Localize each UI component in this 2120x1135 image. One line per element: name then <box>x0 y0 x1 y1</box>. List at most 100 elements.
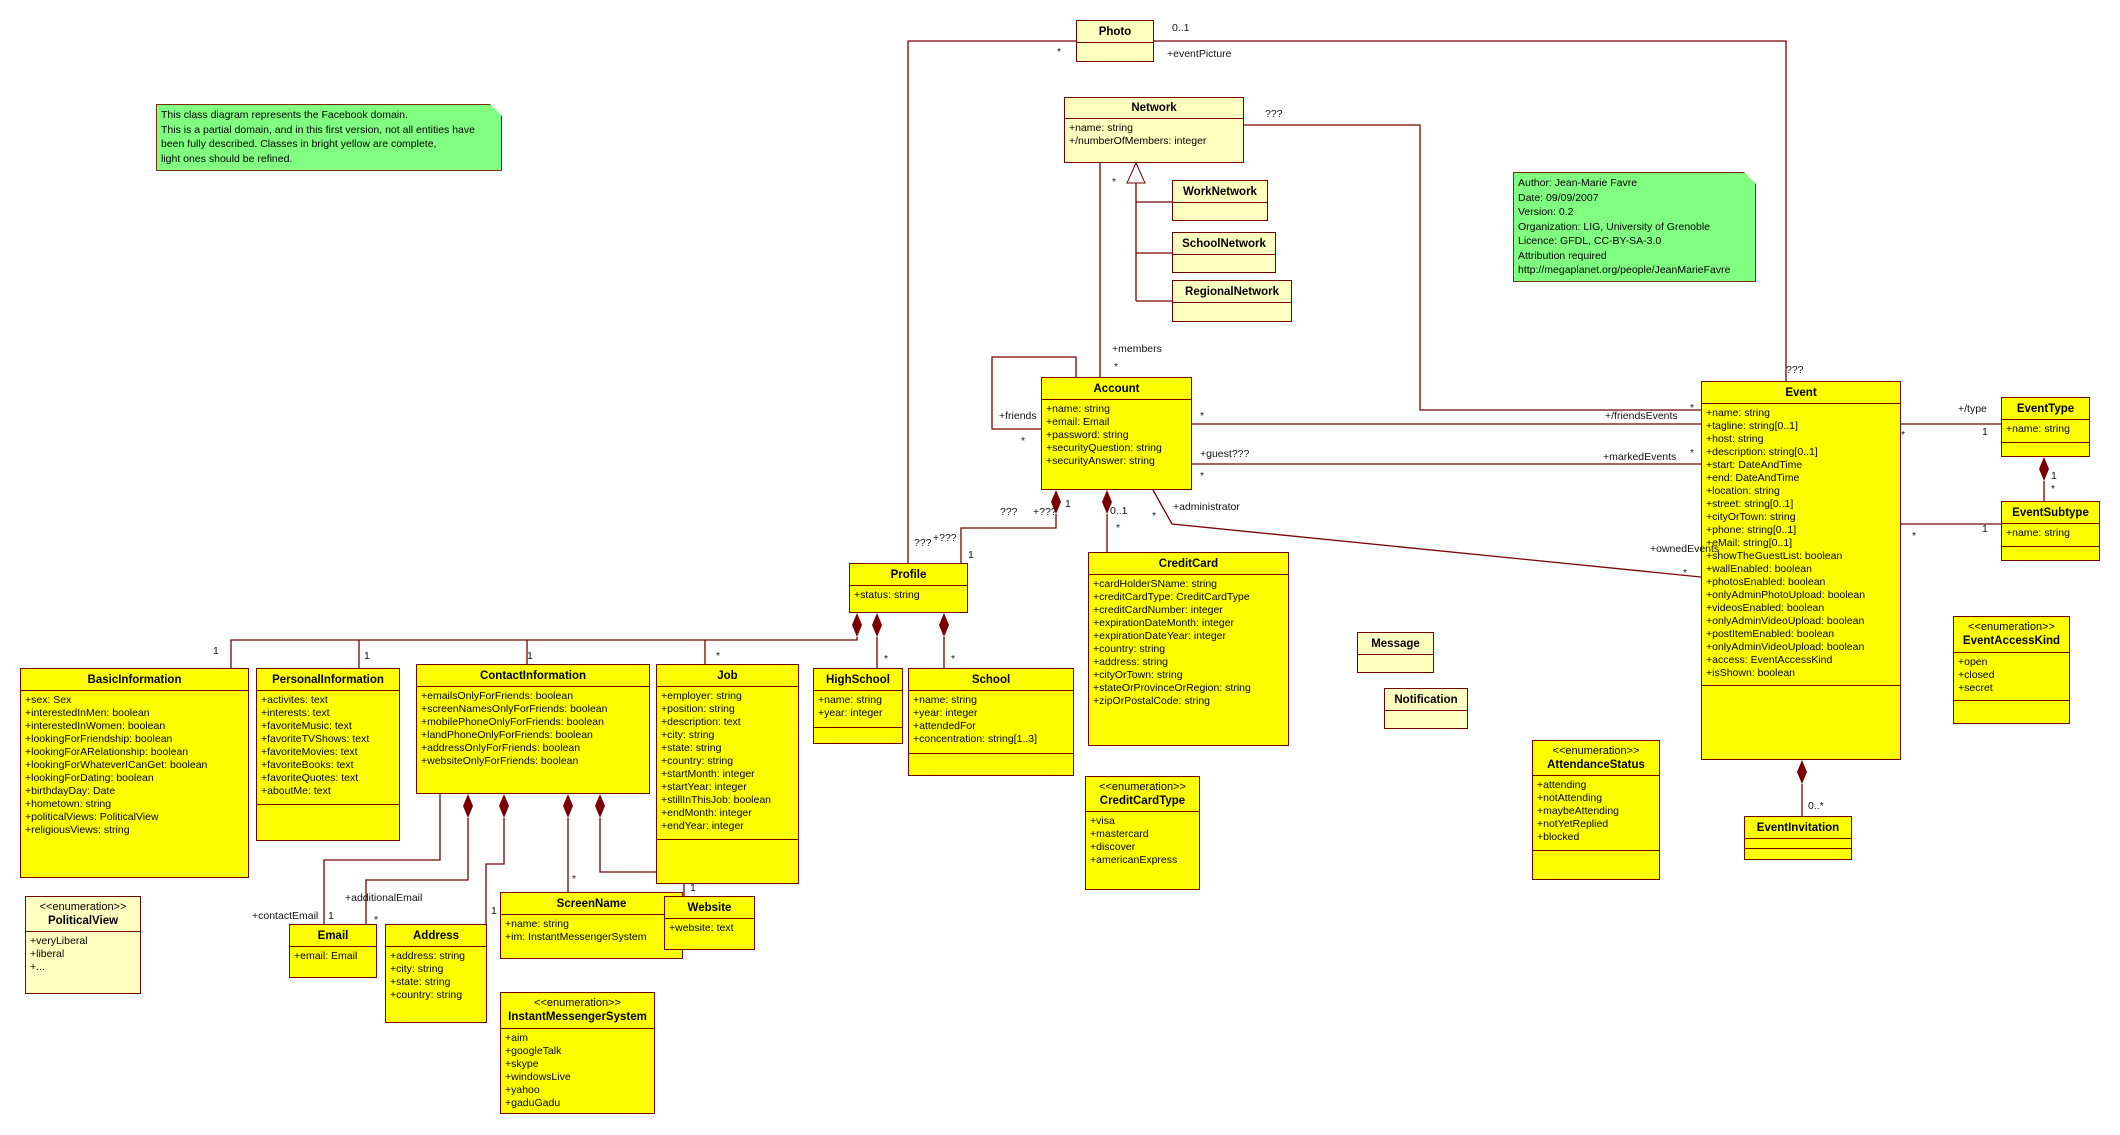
attribute: +year: integer <box>913 707 978 719</box>
class-name: WorkNetwork <box>1183 185 1257 198</box>
association-end-label: * <box>1152 510 1157 522</box>
association-contact-email <box>323 794 441 924</box>
association-end-label: * <box>1200 410 1205 422</box>
association-administrator <box>1152 489 1702 578</box>
class-header: CreditCard <box>1089 553 1288 575</box>
class-header: <<enumeration>>EventAccessKind <box>1954 617 2069 653</box>
attribute: +cardHolderSName: string <box>1093 578 1218 590</box>
attribute: +googleTalk <box>505 1045 562 1057</box>
attribute: +country: string <box>1093 643 1166 655</box>
generalization-network <box>1135 183 1172 302</box>
attribute: +name: string <box>818 694 882 706</box>
attribute: +cityOrTown: string <box>1093 669 1183 681</box>
association-end-label: 0..* <box>1808 800 1824 812</box>
attribute: +creditCardType: CreditCardType <box>1093 591 1250 603</box>
attribute: +name: string <box>505 918 569 930</box>
attribute: +stateOrProvinceOrRegion: string <box>1093 682 1251 694</box>
note-line: light ones should be refined. <box>161 152 293 165</box>
attribute: +secret <box>1958 682 1993 694</box>
operations-compartment <box>657 839 798 883</box>
operations-compartment <box>814 727 902 743</box>
association-end-label: 1 <box>1065 498 1071 510</box>
class-stereotype: <<enumeration>> <box>1552 744 1640 757</box>
class-header: <<enumeration>>CreditCardType <box>1086 777 1199 812</box>
composition-diamond-icon <box>1051 490 1061 514</box>
attribute: +addressOnlyForFriends: boolean <box>421 742 581 754</box>
composition-profile-information <box>230 637 858 668</box>
class-network: Network+name: string+/numberOfMembers: i… <box>1064 97 1244 163</box>
attribute: +interestedInWomen: boolean <box>25 720 166 732</box>
attribute: +im: InstantMessengerSystem <box>505 931 647 943</box>
attribute: +... <box>30 961 45 973</box>
attributes-compartment: +veryLiberal+liberal+... <box>26 932 140 993</box>
association-end-label: * <box>1200 470 1205 482</box>
attributes-compartment: +name: string+year: integer <box>814 691 902 727</box>
association-end-label: * <box>2051 483 2056 495</box>
attribute: +sex: Sex <box>25 694 72 706</box>
attribute: +expirationDateMonth: integer <box>1093 617 1234 629</box>
attributes-compartment <box>1077 43 1153 61</box>
attribute: +favoriteTVShows: text <box>261 733 370 745</box>
attribute: +religiousViews: string <box>25 824 130 836</box>
attribute: +address: string <box>390 950 465 962</box>
operations-compartment <box>2002 546 2099 560</box>
composition-diamond-icon <box>939 613 949 637</box>
composition-address <box>485 818 505 924</box>
attributes-compartment: +name: string+tagline: string[0..1]+host… <box>1702 404 1900 685</box>
class-highschool: HighSchool+name: string+year: integer <box>813 668 903 744</box>
attribute: +landPhoneOnlyForFriends: boolean <box>421 729 593 741</box>
association-end-label: * <box>374 914 379 926</box>
class-name: Email <box>317 929 349 942</box>
attribute: +politicalViews: PoliticalView <box>25 811 159 823</box>
class-creditcardtype: <<enumeration>>CreditCardType+visa+maste… <box>1085 776 1200 890</box>
attribute: +mastercard <box>1090 828 1149 840</box>
association-end-label: * <box>1116 522 1121 534</box>
class-address: Address+address: string+city: string+sta… <box>385 924 487 1023</box>
attribute: +position: string <box>661 703 735 715</box>
attribute: +phone: string[0..1] <box>1706 524 1797 536</box>
association-end-label: +eventPicture <box>1167 48 1232 60</box>
class-stereotype: <<enumeration>> <box>1099 780 1186 793</box>
class-header: Network <box>1065 98 1243 119</box>
class-stereotype: <<enumeration>> <box>534 997 621 1009</box>
attribute: +americanExpress <box>1090 854 1178 866</box>
class-instantmessengersystem: <<enumeration>>InstantMessengerSystem+ai… <box>500 992 655 1114</box>
attribute: +mobilePhoneOnlyForFriends: boolean <box>421 716 604 728</box>
association-end-label: * <box>1901 429 1906 441</box>
class-eventsubtype: EventSubtype+name: string <box>2001 501 2100 561</box>
class-stereotype: <<enumeration>> <box>39 900 127 913</box>
class-website: Website+website: text <box>664 896 755 950</box>
operations-compartment <box>1745 848 1851 859</box>
attribute: +screenNamesOnlyForFriends: boolean <box>421 703 608 715</box>
class-name: Job <box>717 669 738 682</box>
association-end-label: +??? <box>1033 506 1057 518</box>
attribute: +birthdayDay: Date <box>25 785 116 797</box>
attributes-compartment: +open+closed+secret <box>1954 653 2069 700</box>
attribute: +isShown: boolean <box>1706 667 1796 679</box>
attribute: +name: string <box>2006 527 2070 539</box>
class-name: EventAccessKind <box>1962 635 2061 647</box>
class-header: School <box>909 669 1073 691</box>
note-line: This class diagram represents the Facebo… <box>161 109 408 121</box>
association-end-label: 1 <box>213 645 219 657</box>
composition-diamond-icon <box>1102 490 1112 514</box>
attribute: +emailsOnlyForFriends: boolean <box>421 690 574 702</box>
attribute: +veryLiberal <box>30 935 88 947</box>
association-end-label: 1 <box>328 910 334 922</box>
attributes-compartment: +name: string <box>2002 524 2099 546</box>
attributes-compartment: +status: string <box>850 586 967 612</box>
operations-compartment <box>1533 850 1659 879</box>
association-end-label: +guest??? <box>1200 448 1250 460</box>
class-photo: Photo <box>1076 20 1154 62</box>
class-eventtype: EventType+name: string <box>2001 397 2090 457</box>
class-creditcard: CreditCard +cardHolderSName: string+credi… <box>1088 552 1289 746</box>
attribute: +/numberOfMembers: integer <box>1069 135 1207 147</box>
class-header: <<enumeration>>AttendanceStatus <box>1533 741 1659 776</box>
attributes-compartment: +address: string+city: string+state: str… <box>386 947 486 1022</box>
class-name: CreditCard <box>1158 557 1219 570</box>
attributes-compartment: +cardHolderSName: string+creditCardType:… <box>1089 575 1288 745</box>
class-name: Photo <box>1098 25 1132 38</box>
association-end-label: +/friendsEvents <box>1605 410 1678 422</box>
attribute: +email: Email <box>1046 416 1110 428</box>
association-end-label: 1 <box>527 650 533 662</box>
